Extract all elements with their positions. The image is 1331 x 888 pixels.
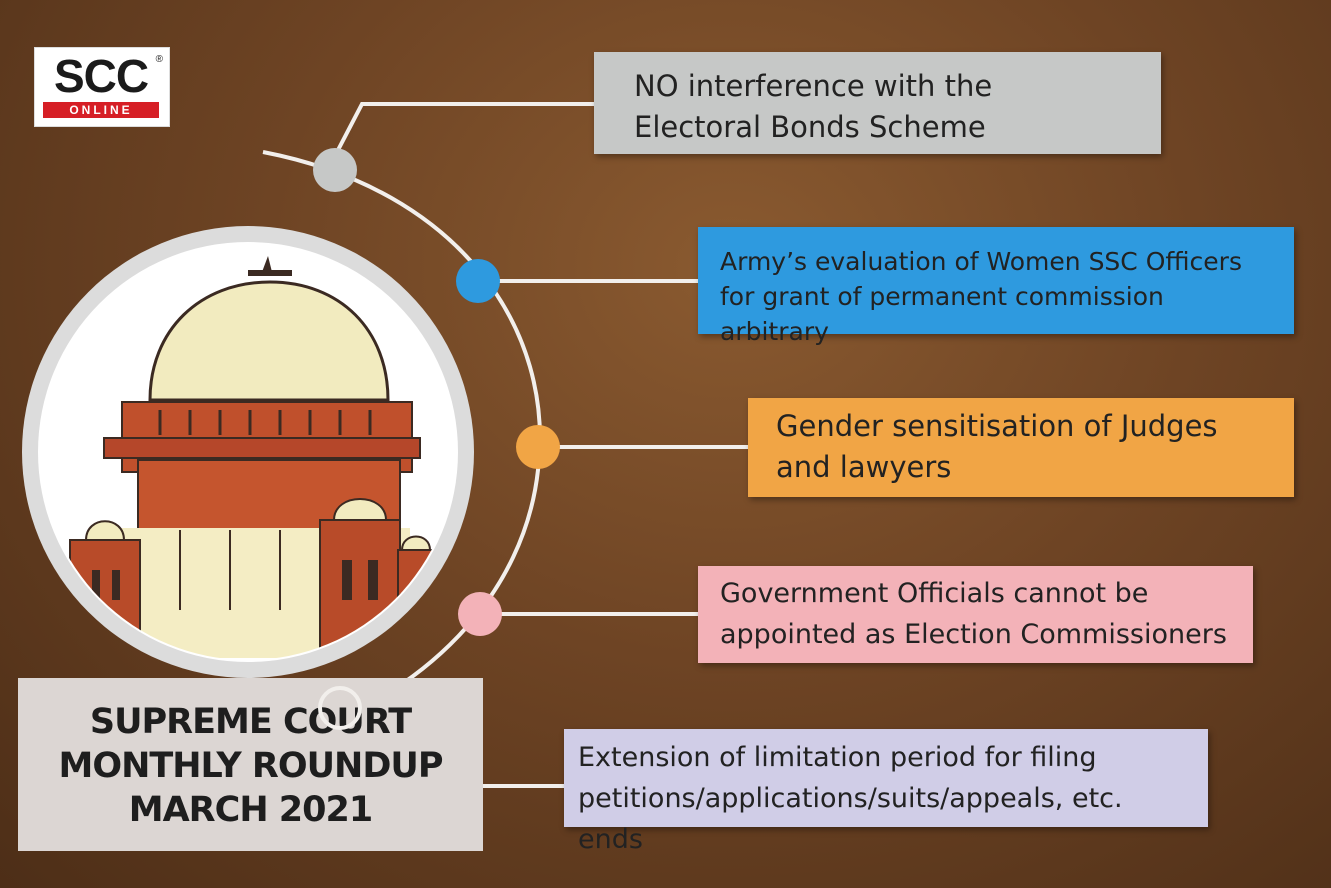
roundup-item-limitation-extension: Extension of limitation period for filin…: [564, 729, 1208, 855]
roundup-item-election-commissioners: Government Officials cannot be appointed…: [698, 566, 1253, 663]
timeline-dot-3: [516, 425, 560, 469]
scc-online-logo: SCC ® ONLINE: [34, 47, 170, 127]
timeline-dot-4: [458, 592, 502, 636]
title-line-2: MONTHLY ROUNDUP: [58, 746, 444, 786]
roundup-title-box: SUPREME COURT MONTHLY ROUNDUP MARCH 2021: [18, 678, 483, 851]
timeline-dot-1: [313, 148, 357, 192]
logo-tagline: ONLINE: [43, 102, 159, 118]
logo-registered-mark: ®: [155, 54, 163, 65]
title-line-3: MARCH 2021: [128, 790, 373, 830]
roundup-item-women-ssc-officers: Army’s evaluation of Women SSC Officers …: [698, 227, 1294, 346]
timeline-dot-2: [456, 259, 500, 303]
title-line-1: SUPREME COURT: [89, 702, 412, 742]
connector-1: [335, 102, 594, 153]
supreme-court-building-icon: [22, 226, 474, 678]
roundup-item-gender-sensitisation: Gender sensitisation of Judges and lawye…: [748, 398, 1294, 497]
logo-brand: SCC: [53, 50, 149, 102]
roundup-item-electoral-bonds: NO interference with the Electoral Bonds…: [594, 52, 1161, 154]
